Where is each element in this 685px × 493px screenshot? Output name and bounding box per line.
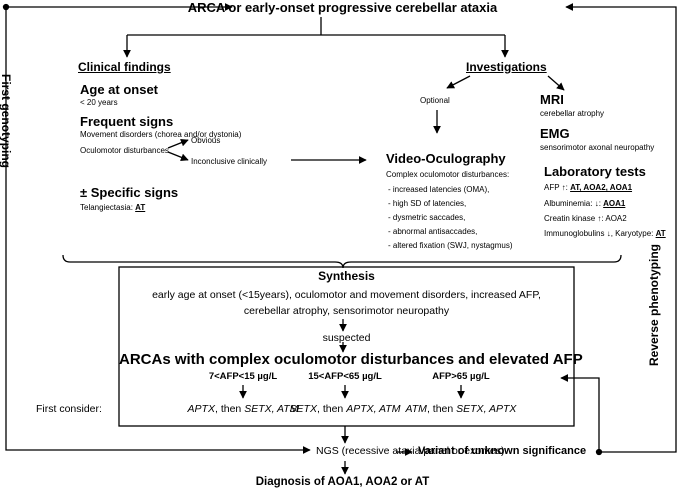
synthesis-line-1: early age at onset (<15years), oculomoto…: [152, 289, 541, 301]
optional-label: Optional: [420, 96, 450, 105]
age-title: Age at onset: [80, 82, 159, 97]
arrow-obvious: [167, 138, 189, 149]
albumin-line: Albuminemia: ↓: AOA1: [544, 199, 625, 208]
afp-range-2: 15<AFP<65 µg/L: [308, 371, 382, 382]
ck-line: Creatin kinase ↑: AOA2: [544, 214, 627, 223]
oculomotor-disturbances: Oculomotor disturbances: [80, 146, 169, 155]
vog-item: - dysmetric saccades,: [388, 213, 466, 222]
ig-line: Immunoglobulins ↓, Karyotype: AT: [544, 229, 666, 238]
vog-item: - high SD of latencies,: [388, 199, 467, 208]
afp-range-3: AFP>65 µg/L: [432, 371, 490, 382]
arrow-vus-to-afp: [560, 374, 600, 452]
gene-primary: APTX: [187, 403, 215, 415]
ig-prefix: Immunoglobulins ↓, Karyotype:: [544, 229, 656, 238]
ngs-label: NGS (recessive ataxia panel or exomes): [316, 445, 505, 457]
afp-genes: AT, AOA2, AOA1: [570, 183, 633, 192]
age-value: < 20 years: [80, 98, 118, 107]
vog-item: - altered fixation (SWJ, nystagmus): [388, 241, 513, 250]
inconclusive-label: Inconclusive clinically: [191, 157, 268, 166]
first-genotyping-label: First genotyping: [0, 74, 13, 168]
albumin-prefix: Albuminemia: ↓:: [544, 199, 604, 208]
clinical-heading: Clinical findings: [78, 60, 171, 74]
frequent-title: Frequent signs: [80, 114, 174, 129]
synthesis-box: [118, 266, 575, 427]
specific-title: ± Specific signs: [80, 185, 179, 200]
mri-value: cerebellar atrophy: [540, 109, 605, 118]
gene-then: , then: [426, 403, 457, 415]
telangiectasia-line: Telangiectasia: AT: [80, 203, 145, 212]
gene-order-2: SETX, then APTX, ATM: [282, 403, 408, 415]
top-title: ARCA or early-onset progressive cerebell…: [187, 0, 498, 15]
mri-title: MRI: [540, 92, 564, 107]
gene-then: , then: [214, 403, 245, 415]
gene-primary: ATM: [405, 403, 427, 415]
arrow-to-mri: [547, 75, 565, 91]
afp-line: AFP ↑: AT, AOA2, AOA1: [544, 183, 632, 192]
right-loop: [565, 3, 677, 453]
movement-disorders: Movement disorders (chorea and/or dyston…: [80, 130, 242, 139]
ig-gene: AT: [655, 229, 666, 238]
suspected-label: suspected: [322, 332, 371, 344]
investigations-heading: Investigations: [466, 60, 547, 74]
arrow-to-optional: [446, 75, 471, 89]
vog-title: Video-Oculography: [386, 151, 506, 166]
telangiectasia-gene: AT: [135, 203, 146, 212]
arrow-inconclusive: [167, 151, 189, 162]
afp-prefix: AFP ↑:: [544, 183, 571, 192]
vog-intro: Complex oculomotor disturbances:: [386, 170, 510, 179]
obvious-label: Obvious: [191, 136, 221, 145]
emg-value: sensorimotor axonal neuropathy: [540, 143, 655, 152]
left-loop-side: [5, 7, 311, 454]
lab-title: Laboratory tests: [544, 164, 646, 179]
vus-label: Variant of unknown significance: [418, 445, 587, 457]
vog-item: - abnormal antisaccades,: [388, 227, 478, 236]
diagnosis-label: Diagnosis of AOA1, AOA2 or AT: [255, 476, 430, 488]
albumin-gene: AOA1: [603, 199, 626, 208]
converge-brace: [62, 254, 622, 269]
gene-secondary: SETX, APTX: [456, 403, 517, 415]
gene-secondary: SETX, ATM: [244, 403, 299, 415]
gene-primary: SETX: [289, 403, 317, 415]
telangiectasia-prefix: Telangiectasia:: [80, 203, 136, 212]
gene-secondary: APTX, ATM: [346, 403, 401, 415]
gene-order-3: ATM, then SETX, APTX: [398, 403, 524, 415]
vog-item: - increased latencies (OMA),: [388, 185, 490, 194]
afp-range-1: 7<AFP<15 µg/L: [208, 371, 278, 382]
emg-title: EMG: [540, 126, 570, 141]
gene-order-1: APTX, then SETX, ATM: [180, 403, 306, 415]
gene-then: , then: [316, 403, 347, 415]
synthesis-title: Synthesis: [318, 269, 375, 283]
reverse-phenotyping-label: Reverse phenotyping: [647, 243, 662, 367]
arca-title: ARCAs with complex oculomotor disturbanc…: [119, 351, 583, 368]
first-consider-label: First consider:: [36, 403, 102, 415]
synthesis-line-2: cerebellar atrophy, sensorimotor neuropa…: [243, 305, 450, 317]
